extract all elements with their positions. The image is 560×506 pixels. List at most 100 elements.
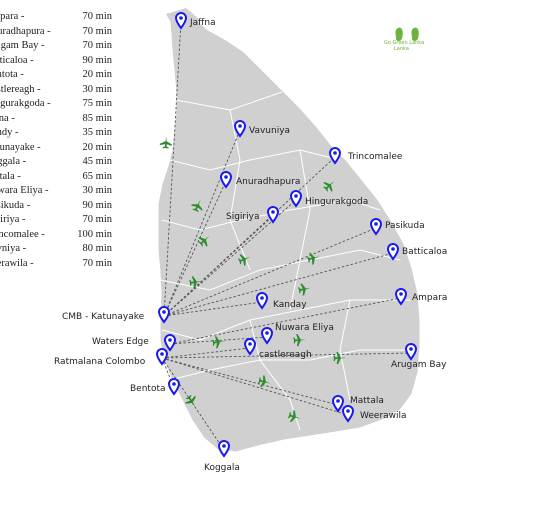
- koggala-pin-icon[interactable]: [217, 440, 231, 458]
- plane-icon: [212, 336, 225, 349]
- duration-time: 100 min: [77, 228, 112, 240]
- duration-row: avniya -80 min: [0, 242, 112, 257]
- duration-place: atunayake -: [0, 141, 41, 153]
- ratmalana-pin-icon[interactable]: [155, 348, 169, 366]
- duration-place: rincomalee -: [0, 228, 45, 240]
- duration-time: 70 min: [82, 11, 112, 22]
- route-line-trincomalee: [163, 156, 336, 317]
- route-line-mattala: [161, 357, 339, 406]
- plane-icon: [257, 375, 271, 388]
- footprint-icon: [395, 27, 403, 41]
- route-line-arugam_bay: [161, 352, 412, 359]
- batticaloa-pin-icon[interactable]: [386, 243, 400, 261]
- vavuniya-label: Vavuniya: [249, 126, 290, 136]
- route-line-anuradhapura: [163, 180, 227, 317]
- arugam_bay-label: Arugam Bay: [391, 360, 447, 370]
- duration-row: uwara Eliya - 30 min: [0, 184, 112, 199]
- ampara-pin-icon[interactable]: [394, 288, 408, 306]
- route-line-jaffna: [163, 21, 182, 317]
- nuwara_eliya-pin-icon[interactable]: [260, 327, 274, 345]
- duration-place: astlereagh -: [0, 83, 41, 95]
- duration-place: avniya -: [0, 243, 27, 254]
- route-line-pasikuda: [163, 227, 377, 317]
- duration-time: 45 min: [82, 156, 112, 167]
- duration-place: uwara Eliya -: [0, 185, 49, 196]
- weerawila-pin-icon[interactable]: [341, 405, 355, 423]
- anuradhapura-pin-icon[interactable]: [219, 171, 233, 189]
- waters_edge-label: Waters Edge: [92, 337, 149, 347]
- bentota-pin-icon[interactable]: [167, 378, 181, 396]
- duration-time: 65 min: [82, 170, 112, 182]
- duration-time: 70 min: [82, 25, 112, 37]
- duration-time: 35 min: [82, 127, 112, 138]
- route-line-vavuniya: [163, 129, 241, 317]
- kanday-label: Kanday: [273, 300, 307, 310]
- duration-time: 90 min: [82, 54, 112, 66]
- duration-place: mpara -: [0, 11, 25, 22]
- route-line-sigiriya: [163, 215, 274, 317]
- footprint-icon: [411, 27, 419, 41]
- logo-wordmark: Go Green Lanka: [384, 40, 424, 46]
- duration-place: oggala -: [0, 156, 27, 167]
- plane-icon: [189, 276, 202, 289]
- plane-icon: [293, 334, 306, 347]
- duration-row: asikuda - 90 min: [0, 199, 112, 214]
- duration-row: igiriya - 70 min: [0, 213, 112, 228]
- duration-time: 70 min: [82, 257, 112, 269]
- nuwara_eliya-label: Nuwara Eliya: [275, 323, 334, 333]
- island-landmass: [157, 13, 421, 453]
- plane-icon: [323, 180, 335, 192]
- plane-icon: [333, 352, 346, 365]
- castlereagh-label: castlereagh: [259, 350, 312, 360]
- katunayake-label: CMB - Katunayake: [62, 312, 145, 322]
- plane-icon: [159, 136, 172, 149]
- trincomalee-pin-icon[interactable]: [328, 147, 342, 165]
- sigiriya-pin-icon[interactable]: [266, 206, 280, 224]
- duration-row: atunayake - 20 min: [0, 141, 112, 156]
- duration-place: nuradhapura -: [0, 25, 51, 37]
- waters_edge-pin-icon[interactable]: [163, 334, 177, 352]
- kanday-pin-icon[interactable]: [255, 292, 269, 310]
- weerawila-label: Weerawila: [360, 411, 407, 421]
- ratmalana-label: Ratmalana Colombo: [54, 357, 146, 367]
- duration-time: 70 min: [82, 214, 112, 225]
- duration-row: rugam Bay - 70 min: [0, 39, 112, 54]
- plane-icon: [298, 283, 311, 296]
- castlereagh-pin-icon[interactable]: [243, 338, 257, 356]
- duration-row: ffna -85 min: [0, 112, 112, 127]
- bentota-label: Bentota: [130, 384, 166, 394]
- pasikuda-pin-icon[interactable]: [369, 218, 383, 236]
- duration-time: 90 min: [82, 199, 112, 211]
- plane-icon: [198, 235, 210, 247]
- koggala-label: Koggala: [204, 463, 240, 473]
- hingurakgoda-label: Hingurakgoda: [305, 197, 368, 207]
- duration-time: 75 min: [82, 98, 112, 109]
- sigiriya-label: Sigiriya: [226, 212, 259, 222]
- duration-time: 85 min: [82, 112, 112, 124]
- duration-row: mpara - 70 min: [0, 10, 112, 25]
- vavuniya-pin-icon[interactable]: [233, 120, 247, 138]
- route-line-ampara: [169, 297, 402, 345]
- trincomalee-label: Trincomalee: [347, 152, 403, 162]
- duration-place: asikuda -: [0, 199, 31, 211]
- duration-place: igiriya -: [0, 214, 26, 225]
- duration-list: mpara -70 minnuradhapura -70 minrugam Ba…: [0, 10, 112, 271]
- plane-markers: [159, 136, 346, 423]
- duration-time: 70 min: [82, 40, 112, 51]
- duration-row: entota -20 min: [0, 68, 112, 83]
- hingurakgoda-pin-icon[interactable]: [289, 190, 303, 208]
- arugam_bay-pin-icon[interactable]: [404, 343, 418, 361]
- brand-logo: Go Green Lanka Lanka: [384, 27, 424, 52]
- mattala-pin-icon[interactable]: [331, 395, 345, 413]
- duration-row: rincomalee - 100 min: [0, 228, 112, 243]
- duration-place: rugam Bay -: [0, 40, 45, 51]
- duration-time: 30 min: [82, 185, 112, 196]
- katunayake-pin-icon[interactable]: [157, 306, 171, 324]
- ampara-label: Ampara: [412, 293, 447, 303]
- plane-icon: [237, 254, 251, 266]
- jaffna-pin-icon[interactable]: [174, 12, 188, 30]
- duration-time: 20 min: [82, 141, 112, 153]
- duration-row: attala -65 min: [0, 170, 112, 185]
- route-line-batticaloa: [163, 252, 394, 317]
